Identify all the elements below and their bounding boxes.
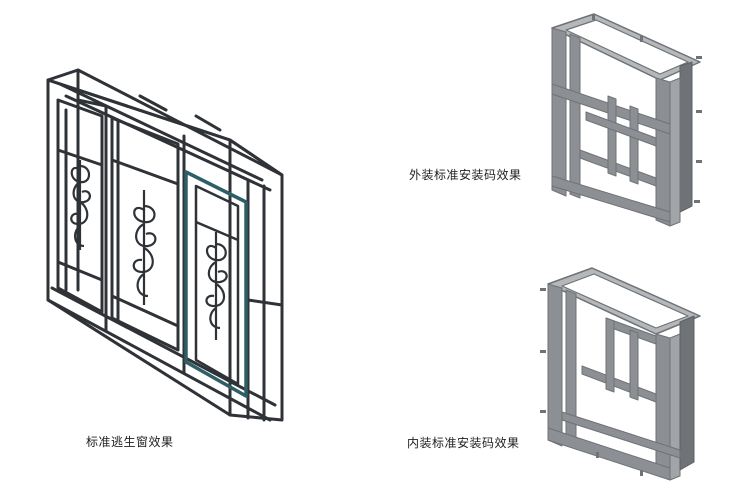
caption-outer-mount: 外装标准安装码效果 bbox=[409, 168, 522, 182]
escape-window-grille bbox=[46, 68, 284, 422]
scroll-ornaments bbox=[70, 160, 228, 340]
escape-door-panel bbox=[184, 170, 248, 398]
inner-mount-frame bbox=[540, 267, 701, 481]
caption-inner-mount: 内装标准安装码效果 bbox=[407, 436, 520, 450]
caption-escape-window: 标准逃生窗效果 bbox=[86, 435, 174, 449]
outer-mount-frame bbox=[551, 13, 702, 227]
